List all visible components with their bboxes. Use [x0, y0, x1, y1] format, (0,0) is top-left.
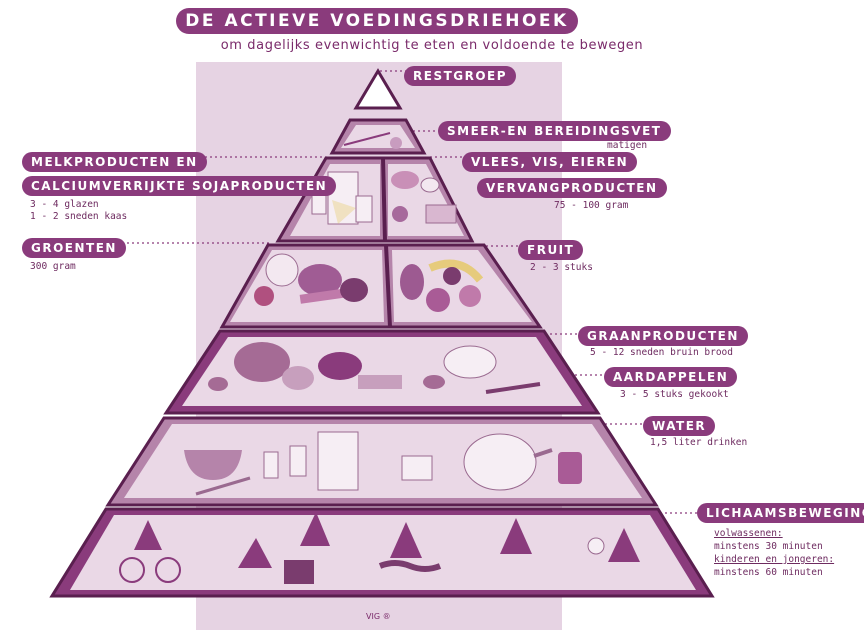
bread-potatoes-illustration — [208, 342, 541, 394]
note-melk-2: 1 - 2 sneden kaas — [30, 211, 128, 222]
label-melk-2: CALCIUMVERRIJKTE SOJAPRODUCTEN — [22, 176, 337, 196]
note-vlees: 75 - 100 gram — [554, 200, 629, 211]
note-melk-1: 3 - 4 glazen — [30, 199, 99, 210]
label-aardappelen: AARDAPPELEN — [604, 367, 738, 387]
fruit-illustration — [400, 259, 484, 312]
note-fruit: 2 - 3 stuks — [530, 262, 593, 273]
note-beweging-adults: minstens 30 minuten — [714, 541, 823, 552]
meat-fish-egg-illustration — [391, 171, 457, 224]
restgroep-triangle — [353, 68, 403, 110]
vegetables-illustration — [254, 253, 368, 306]
label-melk-1: MELKPRODUCTEN EN — [22, 152, 207, 172]
poster-title: DE ACTIEVE VOEDINGSDRIEHOEK — [176, 8, 578, 34]
label-vlees-1: VLEES, VIS, EIEREN — [462, 152, 638, 172]
label-graan: GRAANPRODUCTEN — [578, 326, 748, 346]
note-beweging-kids: minstens 60 minuten — [714, 567, 823, 578]
note-vet: matigen — [607, 140, 648, 151]
copyright-mark: VIG ® — [366, 612, 391, 621]
label-vlees-2: VERVANGPRODUCTEN — [477, 178, 667, 198]
note-beweging-adults-label: volwassenen: — [714, 528, 783, 539]
note-groenten: 300 gram — [30, 261, 76, 272]
label-fruit: FRUIT — [518, 240, 584, 260]
exercising-figures-illustration — [119, 512, 640, 584]
knife-icon — [343, 132, 391, 146]
label-water: WATER — [643, 416, 716, 436]
water-teapot-illustration — [184, 431, 582, 496]
label-beweging: LICHAAMSBEWEGING — [697, 503, 864, 523]
label-restgroep: RESTGROEP — [404, 66, 517, 86]
note-water: 1,5 liter drinken — [650, 437, 748, 448]
oil-bottle-icon — [390, 137, 402, 149]
label-vet: SMEER-EN BEREIDINGSVET — [438, 121, 671, 141]
poster-subtitle: om dagelijks evenwichtig te eten en vold… — [220, 38, 644, 53]
note-aardappelen: 3 - 5 stuks gekookt — [620, 389, 729, 400]
note-graan: 5 - 12 sneden bruin brood — [590, 347, 733, 358]
label-groenten: GROENTEN — [22, 238, 126, 258]
note-beweging-kids-label: kinderen en jongeren: — [714, 554, 835, 565]
